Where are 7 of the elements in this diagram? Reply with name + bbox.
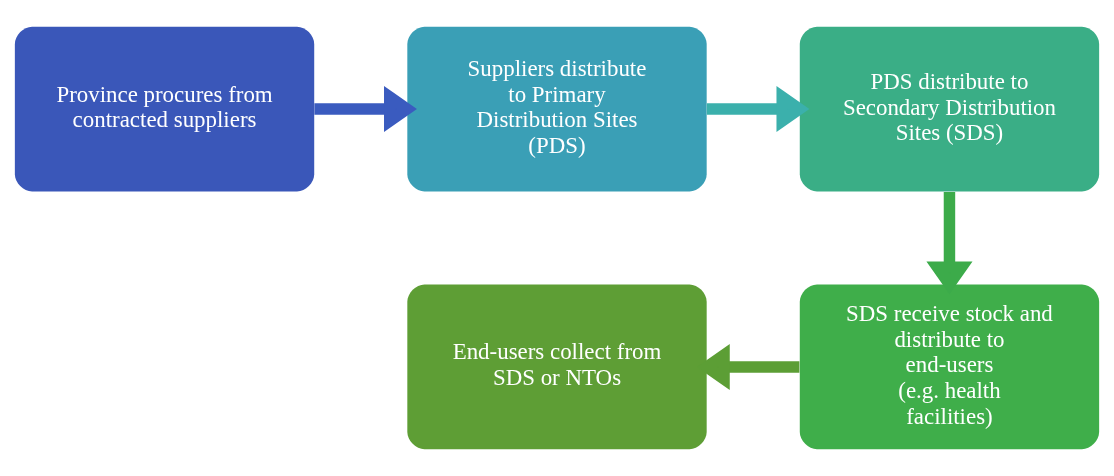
node-box: SDS receive stock and distribute to end-users (e.g. health facilities) (799, 284, 1100, 450)
arrow (706, 86, 810, 133)
arrow (314, 86, 417, 133)
node-box: Suppliers distribute to Primary Distribution Sites (PDS) (407, 26, 707, 192)
node-box: End-users collect from SDS or NTOs (407, 284, 707, 450)
node-box: PDS distribute to Secondary Distribution Sites (SDS) (799, 26, 1100, 192)
node-box: Province procures from contracted suppliers (14, 26, 315, 192)
